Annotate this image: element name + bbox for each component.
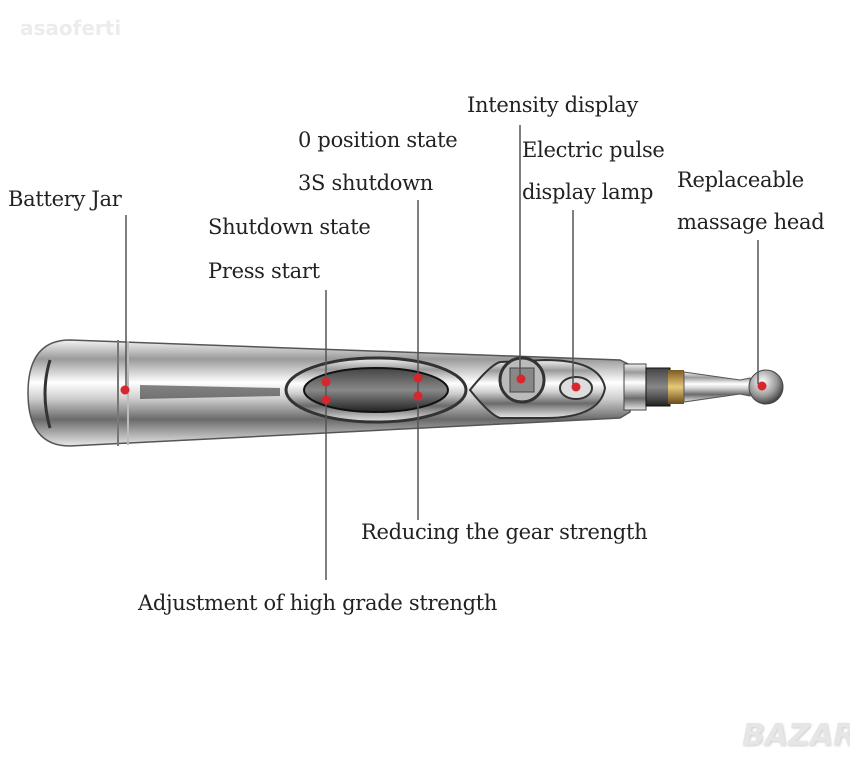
label-display-lamp: display lamp — [522, 180, 654, 204]
label-3s-shutdown: 3S shutdown — [298, 171, 433, 195]
label-intensity-display: Intensity display — [467, 93, 639, 117]
watermark-asaoferti: asaoferti — [20, 16, 122, 40]
label-adjustment-high: Adjustment of high grade strength — [138, 591, 498, 615]
markers — [120, 373, 767, 405]
leader-lines — [125, 125, 759, 580]
label-reducing-gear: Reducing the gear strength — [361, 520, 648, 544]
label-press-start: Press start — [208, 259, 320, 283]
label-shutdown-state: Shutdown state — [208, 215, 371, 239]
label-zero-position: 0 position state — [298, 128, 458, 152]
label-electric-pulse: Electric pulse — [522, 138, 665, 162]
label-replaceable: Replaceable — [677, 168, 804, 192]
watermark-bazar: BAZAR — [742, 718, 850, 753]
label-massage-head: massage head — [677, 210, 825, 234]
label-battery-jar: Battery Jar — [8, 187, 122, 211]
